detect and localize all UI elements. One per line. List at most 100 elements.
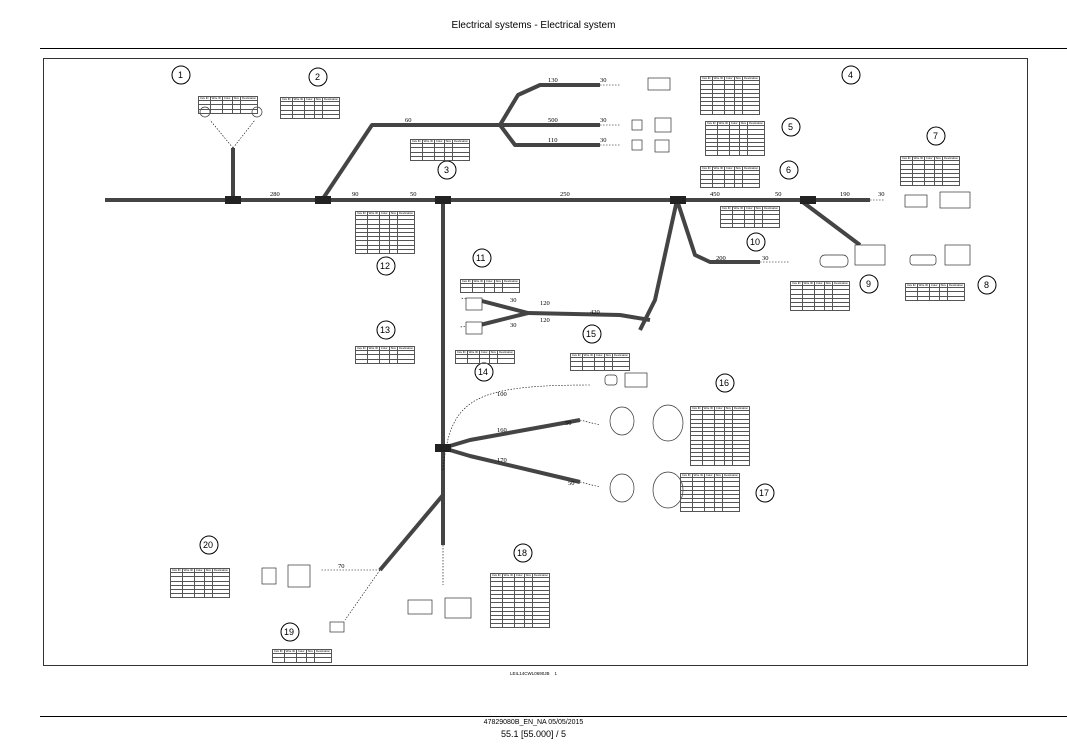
- connector-icon: [624, 372, 648, 388]
- svg-text:20: 20: [203, 540, 213, 550]
- segment-label: 160: [497, 427, 507, 434]
- segment-label: 50: [410, 191, 417, 198]
- connector-icon: [609, 406, 635, 436]
- segment-label: 110: [548, 137, 558, 144]
- segment-label: 30: [510, 297, 517, 304]
- svg-text:1: 1: [178, 70, 183, 80]
- connector-icon: [261, 567, 277, 585]
- segment-label: 120: [540, 300, 550, 307]
- segment-label: 30: [600, 137, 607, 144]
- callout-3: 3: [437, 160, 457, 180]
- callout-11: 11: [472, 248, 492, 268]
- callout-4: 4: [841, 65, 861, 85]
- segment-label: 70: [338, 563, 345, 570]
- page-title: Electrical systems - Electrical system: [451, 20, 616, 31]
- svg-text:9: 9: [866, 279, 871, 289]
- svg-text:8: 8: [984, 280, 989, 290]
- connector-icon: [287, 564, 311, 588]
- branch-top: [320, 83, 600, 202]
- callout-5: 5: [781, 117, 801, 137]
- segment-label: 30: [510, 322, 517, 329]
- segment-label: 50: [565, 420, 572, 427]
- svg-text:11: 11: [476, 253, 485, 263]
- segment-labels: 280 90 50 250 450 50 190 30 60 130 500 1…: [270, 77, 885, 570]
- callout-8: 8: [977, 275, 997, 295]
- callout-18: 18: [513, 543, 533, 563]
- svg-text:7: 7: [933, 131, 938, 141]
- segment-label: 280: [270, 191, 280, 198]
- footer-doc-ref: 47829080B_EN_NA 05/05/2015: [483, 719, 584, 726]
- svg-text:16: 16: [719, 378, 729, 388]
- segment-label: 120: [540, 317, 550, 324]
- svg-text:5: 5: [788, 122, 793, 132]
- callout-20: 20: [199, 535, 219, 555]
- segment-label: 30: [878, 191, 885, 198]
- connector-icon: [329, 621, 345, 633]
- callouts: 1 2 3 4 5 6 7 8 9 10 11 12 13 14 15 16 1…: [171, 65, 997, 642]
- callout-1: 1: [171, 65, 191, 85]
- connector-icon: [444, 597, 472, 619]
- segment-label: 30: [600, 77, 607, 84]
- callout-13: 13: [376, 320, 396, 340]
- footer-page: 55.1 [55.000] / 5: [500, 729, 567, 739]
- segment-label: 50: [568, 480, 575, 487]
- svg-text:15: 15: [586, 329, 596, 339]
- drawing-id: LEIL14CWL0690JB 1: [509, 671, 558, 676]
- connector-icon: [654, 139, 670, 153]
- callout-7: 7: [926, 126, 946, 146]
- connector-icon: [652, 471, 684, 509]
- callout-9: 9: [859, 274, 879, 294]
- diagram-frame: [43, 58, 1028, 666]
- svg-text:3: 3: [444, 165, 449, 175]
- footer-divider: [40, 716, 1067, 717]
- header-divider: [40, 48, 1067, 49]
- callout-2: 2: [308, 67, 328, 87]
- connector-icon: [652, 404, 684, 442]
- callout-10: 10: [746, 232, 766, 252]
- connector-icon: [654, 117, 672, 133]
- svg-text:6: 6: [786, 165, 791, 175]
- branch-right: [638, 199, 679, 331]
- segment-label: 30: [762, 255, 769, 262]
- callout-15: 15: [582, 324, 602, 344]
- connector-icon: [609, 473, 635, 503]
- svg-text:4: 4: [848, 70, 853, 80]
- connector-icon: [407, 599, 433, 615]
- segment-label: 190: [840, 191, 850, 198]
- svg-text:19: 19: [284, 627, 294, 637]
- svg-text:18: 18: [517, 548, 527, 558]
- callout-19: 19: [280, 622, 300, 642]
- callout-14: 14: [474, 362, 494, 382]
- connector-icon: [904, 194, 928, 208]
- segment-label: 170: [497, 457, 507, 464]
- connector-icon: [909, 254, 937, 266]
- callout-17: 17: [755, 483, 775, 503]
- segment-label: 200: [716, 255, 726, 262]
- segment-label: 50: [775, 191, 782, 198]
- svg-text:12: 12: [380, 261, 390, 271]
- callout-12: 12: [376, 256, 396, 276]
- svg-text:17: 17: [759, 488, 769, 498]
- svg-text:14: 14: [478, 367, 488, 377]
- connector-icon: [631, 139, 643, 151]
- segment-label: 420: [590, 309, 600, 316]
